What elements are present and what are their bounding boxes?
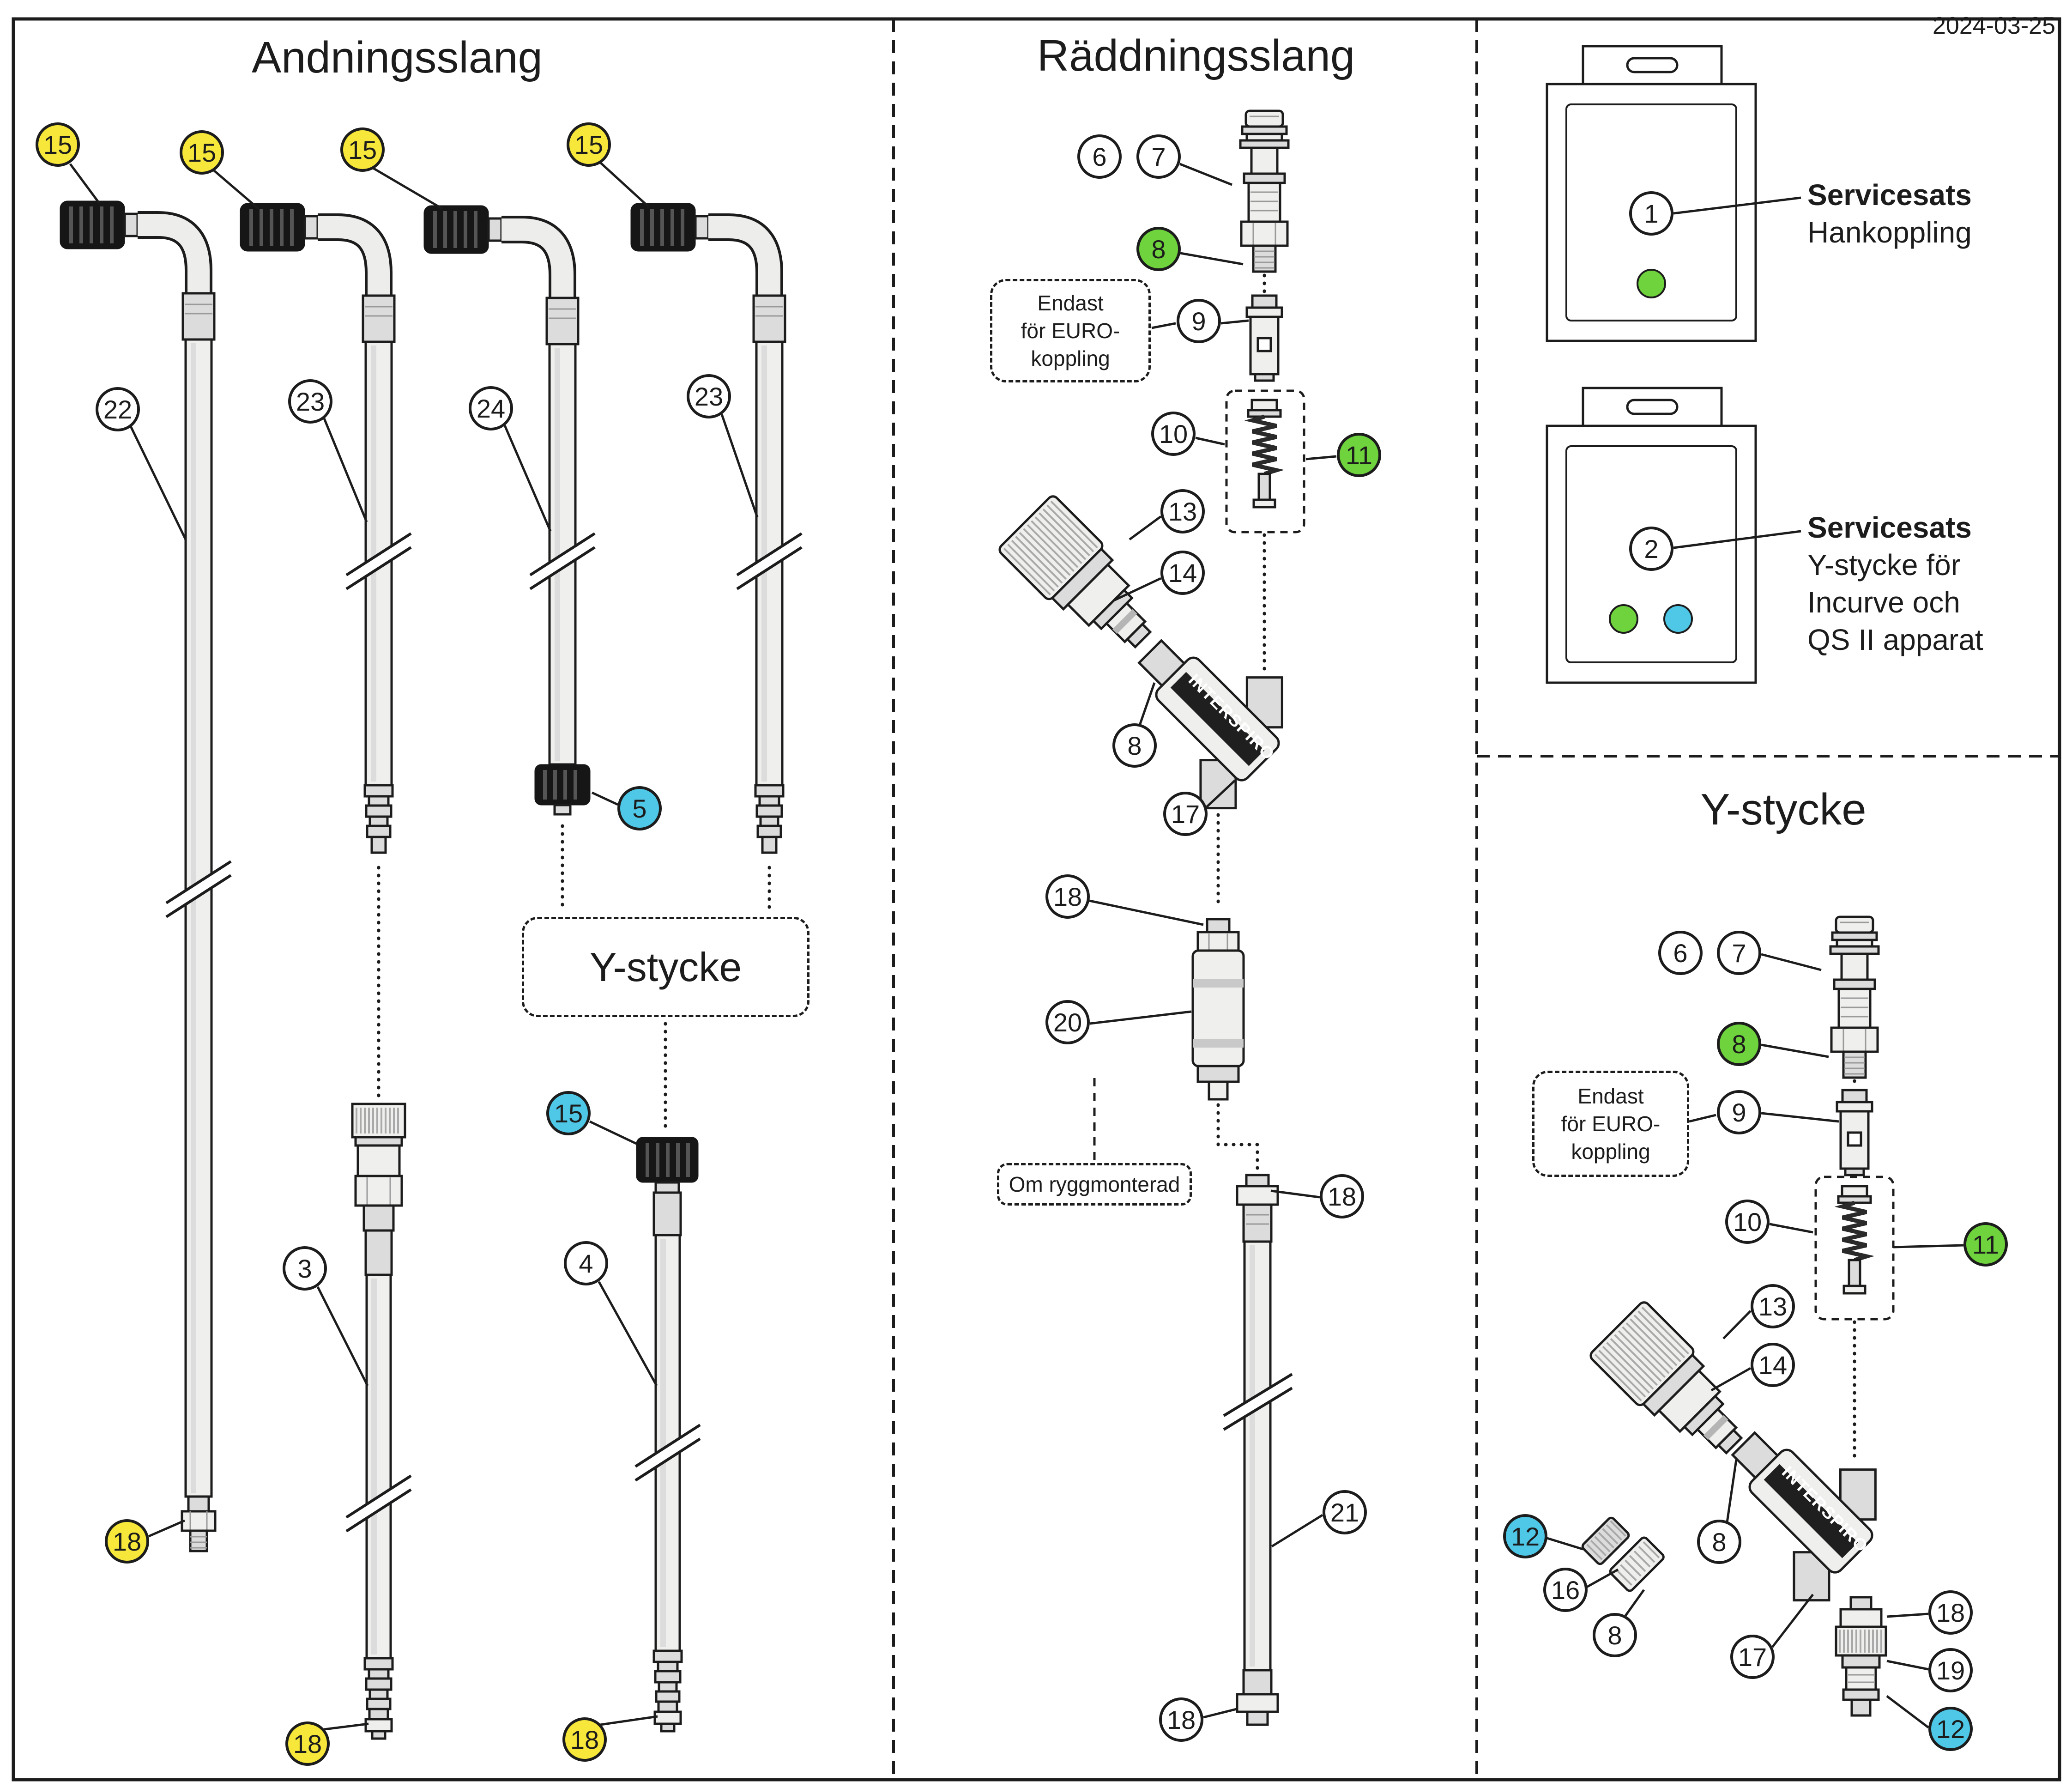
right-leader-lines (1546, 953, 1964, 1728)
kit2-line3: QS II apparat (1807, 623, 1983, 656)
callout-18: 18 (1320, 1174, 1364, 1218)
callout-15: 15 (340, 127, 385, 172)
euro-note-right-line1: Endast (1577, 1084, 1644, 1108)
callout-5: 5 (617, 786, 662, 830)
callout-8: 8 (1112, 723, 1157, 768)
bottom-fitting-stack (1835, 1596, 1887, 1717)
nut-small-2 (1609, 1536, 1665, 1592)
callout-8: 8 (1136, 227, 1181, 271)
callout-22: 22 (96, 387, 140, 431)
spring-dashed-box-middle (1225, 389, 1305, 533)
y-stycke-reference-label: Y-stycke (589, 944, 742, 990)
callout-18: 18 (1045, 874, 1090, 919)
coupling-hose-4 (634, 1137, 701, 1733)
kit2-line2: Incurve och (1807, 586, 1960, 619)
kit2-title: Servicesats (1807, 511, 1972, 544)
callout-15: 15 (36, 122, 80, 167)
coupling-hose-3 (345, 1103, 412, 1740)
callout-24: 24 (469, 386, 513, 430)
callout-6: 6 (1077, 134, 1122, 179)
callout-17: 17 (1730, 1635, 1775, 1679)
rescue-hose-21 (1223, 1174, 1293, 1726)
kit2-line1: Y-stycke för (1807, 548, 1961, 582)
section-title-y-stycke: Y-stycke (1700, 785, 1867, 834)
callout-23: 23 (687, 374, 731, 418)
euro-note-line2: för EURO- (1021, 319, 1120, 343)
callout-18: 18 (1159, 1697, 1203, 1742)
callout-17: 17 (1163, 792, 1208, 836)
euro-note-right-line3: koppling (1571, 1139, 1650, 1164)
callout-15: 15 (546, 1091, 591, 1135)
callout-14: 14 (1160, 551, 1205, 595)
euro-note-box-middle: Endast för EURO- koppling (990, 279, 1151, 382)
callout-20: 20 (1045, 1000, 1090, 1044)
callout-1: 1 (1629, 191, 1673, 236)
kit2-green-dot (1609, 604, 1638, 634)
callout-16: 16 (1543, 1568, 1588, 1612)
callout-23: 23 (288, 379, 332, 424)
callout-18: 18 (105, 1519, 149, 1564)
y-stycke-art (1546, 917, 1964, 1728)
callout-18: 18 (285, 1721, 330, 1766)
back-mounted-note: Om ryggmonterad (1009, 1172, 1180, 1196)
callout-14: 14 (1751, 1343, 1795, 1387)
callout-12: 12 (1503, 1514, 1547, 1558)
hose-24 (424, 206, 596, 816)
andningsslang-art (60, 162, 802, 1740)
callout-18: 18 (562, 1717, 607, 1762)
back-mounted-note-box: Om ryggmonterad (997, 1163, 1192, 1206)
callout-9: 9 (1177, 299, 1221, 343)
callout-8: 8 (1717, 1022, 1761, 1066)
section-title-andningsslang: Andningsslang (252, 33, 543, 82)
callout-4: 4 (564, 1241, 608, 1285)
nut-small-1 (1581, 1516, 1630, 1565)
callout-12: 12 (1928, 1707, 1973, 1751)
euro-note-line1: Endast (1037, 291, 1104, 315)
spring-dashed-box-right (1814, 1176, 1895, 1321)
raddningsslang-art (997, 111, 1337, 1726)
left-leader-lines (69, 162, 759, 1731)
y-stycke-reference-box: Y-stycke (522, 917, 809, 1017)
callout-19: 19 (1928, 1648, 1973, 1692)
page-border (12, 17, 2061, 1782)
callout-11: 11 (1337, 433, 1381, 477)
middle-leader-lines (1089, 163, 1337, 1719)
section-title-raddningsslang: Räddningsslang (1037, 31, 1355, 80)
adapter-18-20 (1191, 918, 1245, 1101)
callout-11: 11 (1963, 1222, 2008, 1267)
callout-7: 7 (1136, 134, 1181, 179)
callout-15: 15 (567, 122, 611, 167)
revision-date: 2024-03-25 (1933, 12, 2055, 39)
euro-note-box-right: Endast för EURO- koppling (1532, 1071, 1689, 1177)
euro-note-line3: koppling (1031, 346, 1110, 370)
callout-10: 10 (1151, 412, 1196, 456)
callout-2: 2 (1629, 527, 1673, 571)
kit1-title: Servicesats (1807, 178, 1972, 212)
service-kit-1-text: Servicesats Hankoppling (1807, 176, 1972, 251)
callout-8: 8 (1697, 1520, 1741, 1564)
kit1-desc: Hankoppling (1807, 216, 1972, 249)
callout-9: 9 (1717, 1090, 1761, 1134)
callout-10: 10 (1725, 1200, 1770, 1244)
callout-13: 13 (1751, 1284, 1795, 1328)
callout-21: 21 (1323, 1490, 1367, 1534)
callout-18: 18 (1928, 1590, 1973, 1635)
callout-6: 6 (1658, 931, 1703, 975)
kit2-cyan-dot (1663, 604, 1693, 634)
service-kit-2-text: Servicesats Y-stycke för Incurve och QS … (1807, 509, 1983, 659)
callout-8: 8 (1593, 1613, 1637, 1657)
callout-3: 3 (283, 1246, 327, 1291)
euro-note-right-line2: för EURO- (1561, 1112, 1661, 1136)
hose-22 (60, 201, 232, 1552)
callout-7: 7 (1717, 931, 1761, 975)
callout-15: 15 (180, 130, 224, 175)
kit1-color-dot (1637, 269, 1666, 298)
callout-13: 13 (1160, 489, 1205, 533)
